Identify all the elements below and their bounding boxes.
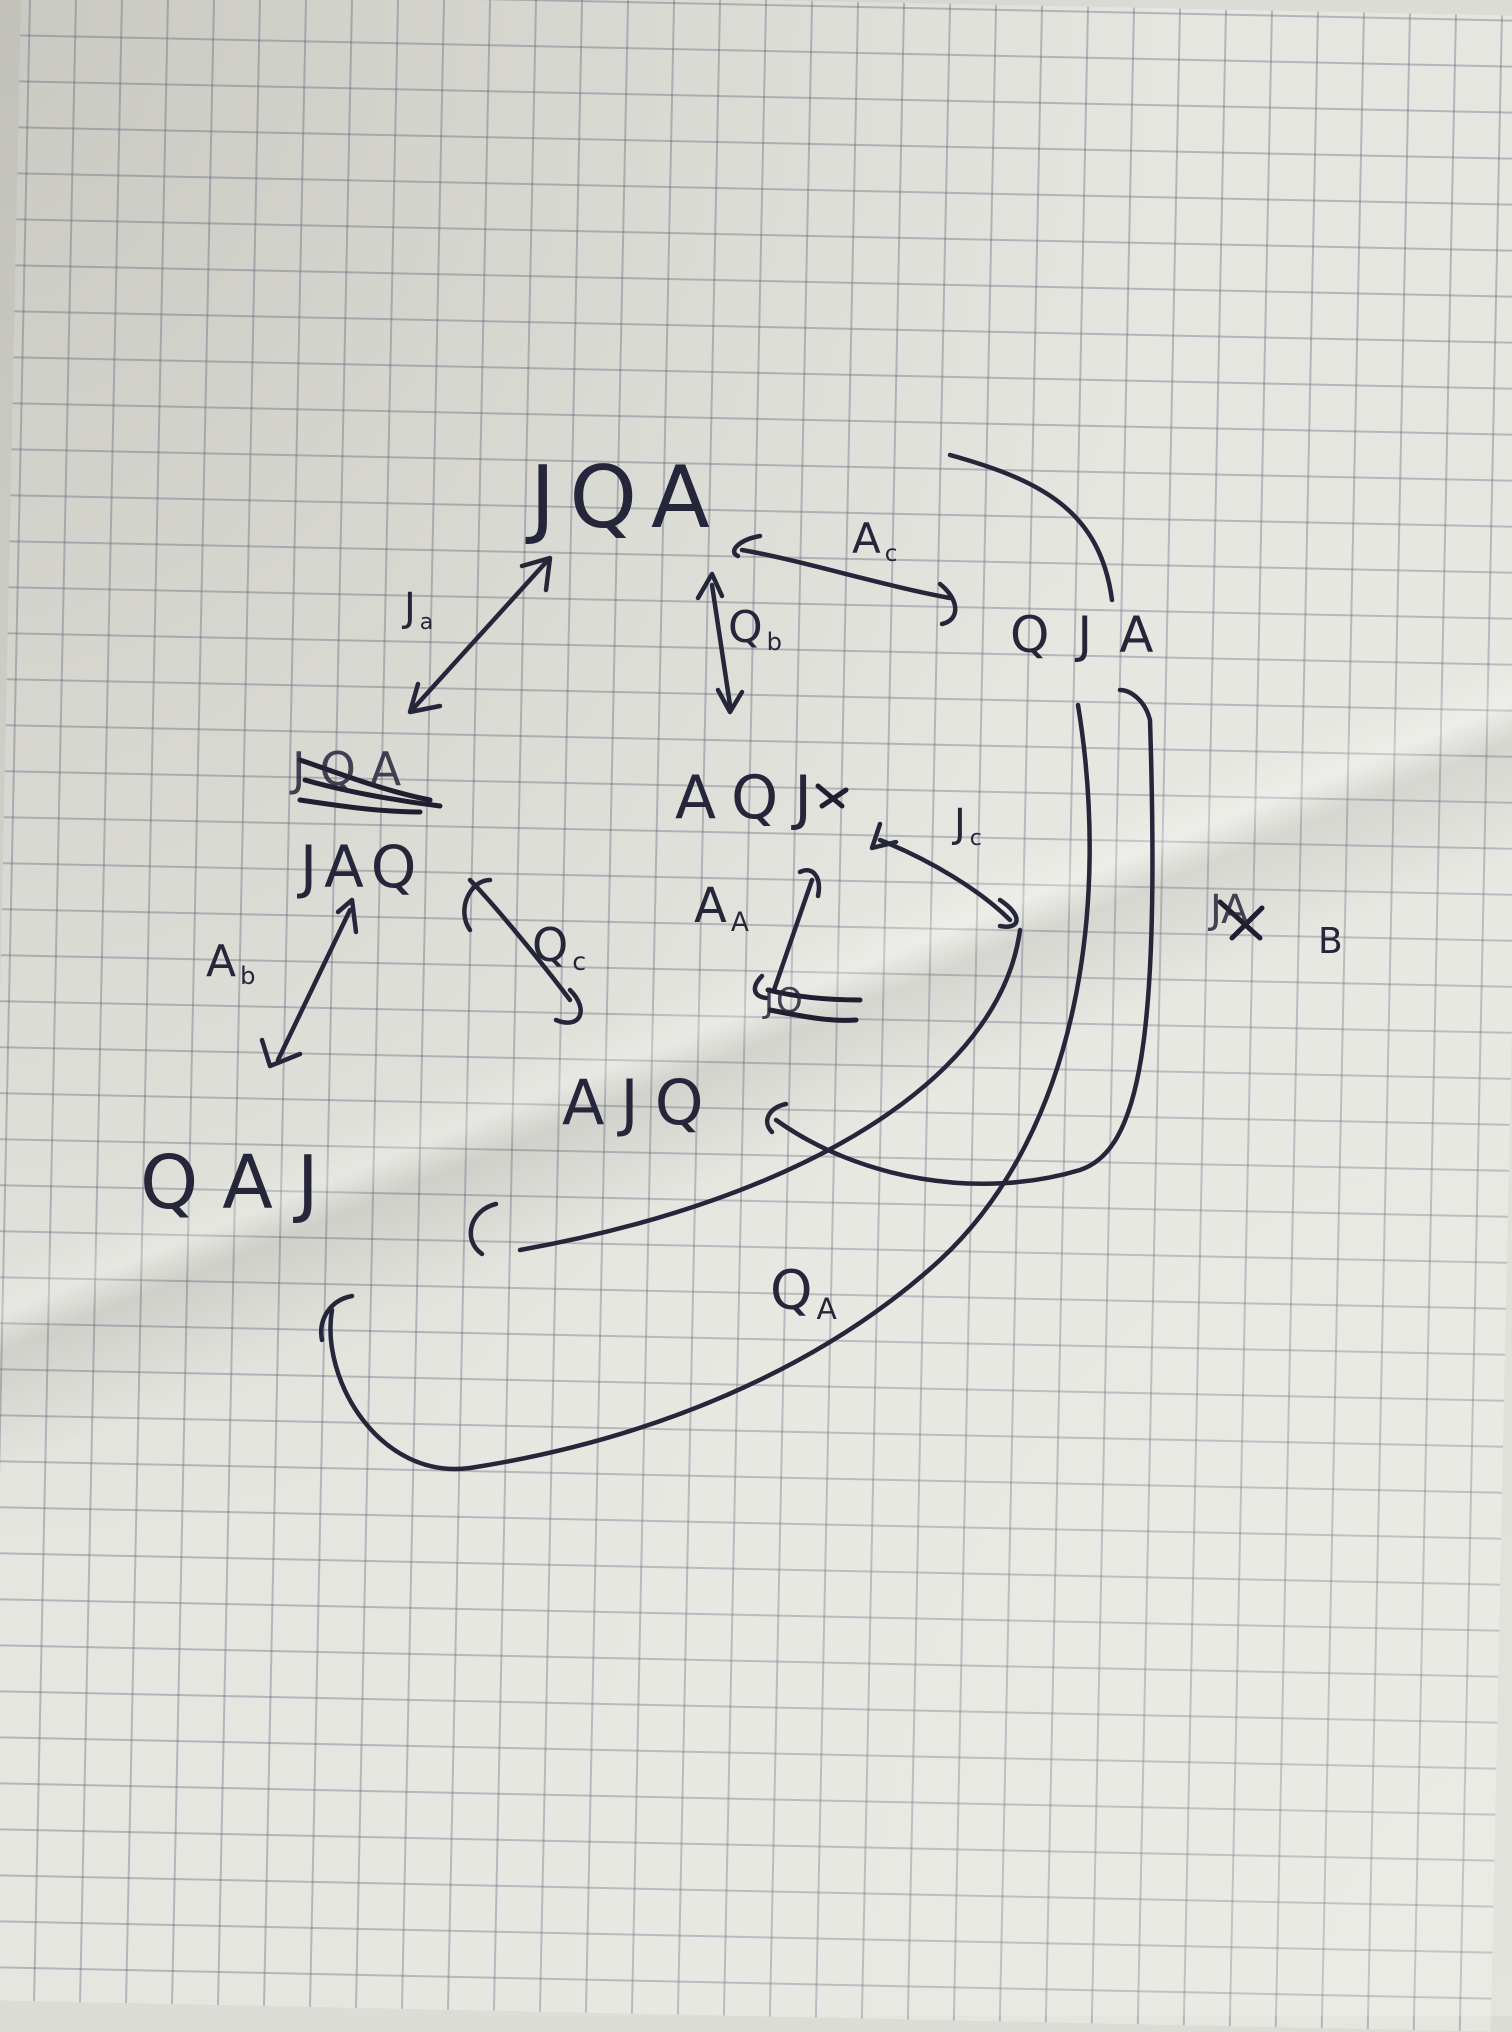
- edge-j-c: [869, 821, 1019, 929]
- edge-q-c: [462, 877, 583, 1025]
- node-center-inner-crossed: JQ: [764, 981, 805, 1021]
- node-bottom-center: AJQ: [562, 1066, 720, 1139]
- edge-long-curve-2: [765, 687, 1155, 1187]
- edge-q-a: [319, 702, 1092, 1472]
- scribble-marks: [297, 757, 1265, 1023]
- node-far-right-tail: B: [1318, 921, 1357, 962]
- edge-a-a: [752, 868, 822, 1001]
- node-center: AQJ: [675, 763, 828, 833]
- edge-q-b: [695, 571, 745, 715]
- node-left-crossed: JQA: [292, 742, 416, 796]
- node-right: QJA: [1010, 606, 1182, 664]
- node-far-right-crossed: JA: [1210, 887, 1249, 933]
- edge-top-arc: [947, 452, 1115, 603]
- edge-a-c: [731, 533, 958, 627]
- node-left: JAQ: [300, 833, 425, 901]
- edge-j-a: [407, 555, 553, 715]
- node-top: JQA: [530, 448, 724, 548]
- edge-long-curve-1: [468, 927, 1023, 1257]
- node-bottom-left: QAJ: [140, 1140, 343, 1226]
- edge-a-b: [259, 897, 359, 1069]
